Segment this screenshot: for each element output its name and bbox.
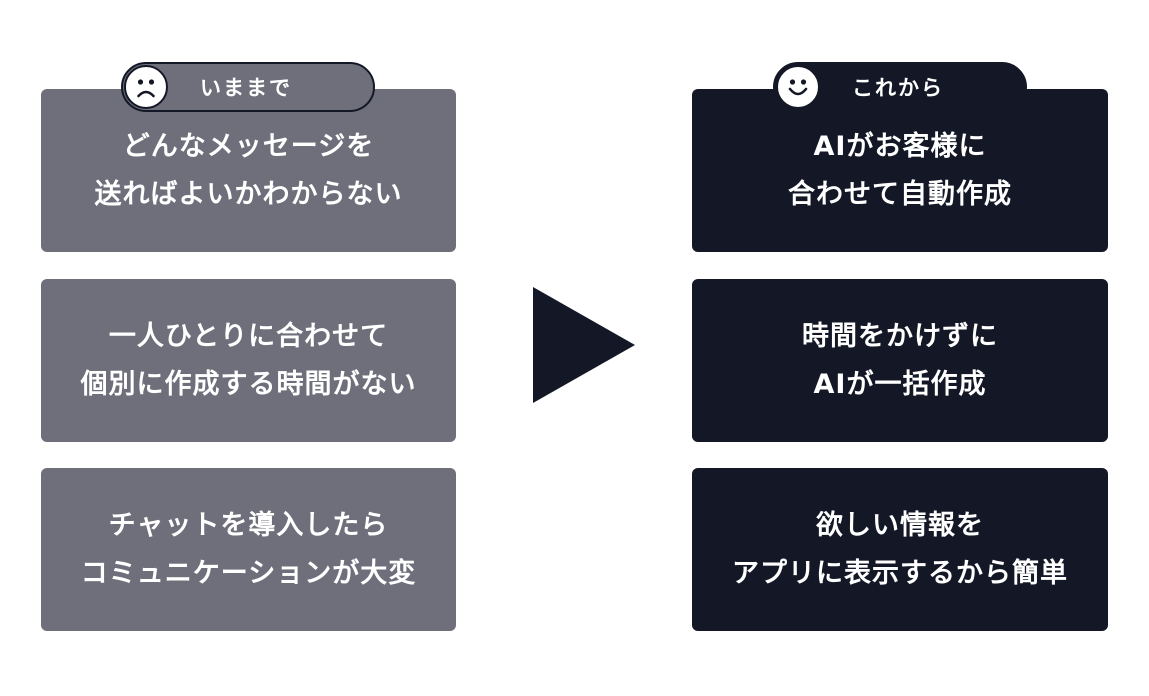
right-triangle-arrow-icon xyxy=(533,287,635,403)
after-card-3: 欲しい情報を アプリに表示するから簡単 xyxy=(692,468,1108,631)
before-card-3-line1: チャットを導入したら xyxy=(108,509,389,541)
after-card-3-line2: アプリに表示するから簡単 xyxy=(732,557,1068,589)
before-card-3: チャットを導入したら コミュニケーションが大変 xyxy=(41,468,456,631)
before-card-2-line2: 個別に作成する時間がない xyxy=(80,368,417,400)
after-card-2-line1: 時間をかけずに xyxy=(802,320,998,352)
sad-face-icon xyxy=(124,65,168,109)
after-card-2-line2: AIが一括作成 xyxy=(813,368,987,400)
before-card-2-line1: 一人ひとりに合わせて xyxy=(108,320,389,352)
before-card-2: 一人ひとりに合わせて 個別に作成する時間がない xyxy=(41,279,456,442)
after-tag: これから xyxy=(773,62,1027,112)
after-card-3-line1: 欲しい情報を xyxy=(816,509,984,541)
after-card-1-line2: 合わせて自動作成 xyxy=(788,178,1012,210)
after-card-2: 時間をかけずに AIが一括作成 xyxy=(692,279,1108,442)
before-tag: いままで xyxy=(121,62,375,112)
smile-face-icon xyxy=(776,65,820,109)
after-card-1-line1: AIがお客様に xyxy=(813,130,987,162)
before-card-1-line2: 送ればよいかわからない xyxy=(94,178,403,210)
before-card-3-line2: コミュニケーションが大変 xyxy=(80,557,417,589)
before-card-1-line1: どんなメッセージを xyxy=(122,130,375,162)
after-card-1: AIがお客様に 合わせて自動作成 xyxy=(692,89,1108,252)
before-card-1: どんなメッセージを 送ればよいかわからない xyxy=(41,89,456,252)
before-tag-label: いままで xyxy=(200,76,292,100)
after-tag-label: これから xyxy=(852,76,944,100)
